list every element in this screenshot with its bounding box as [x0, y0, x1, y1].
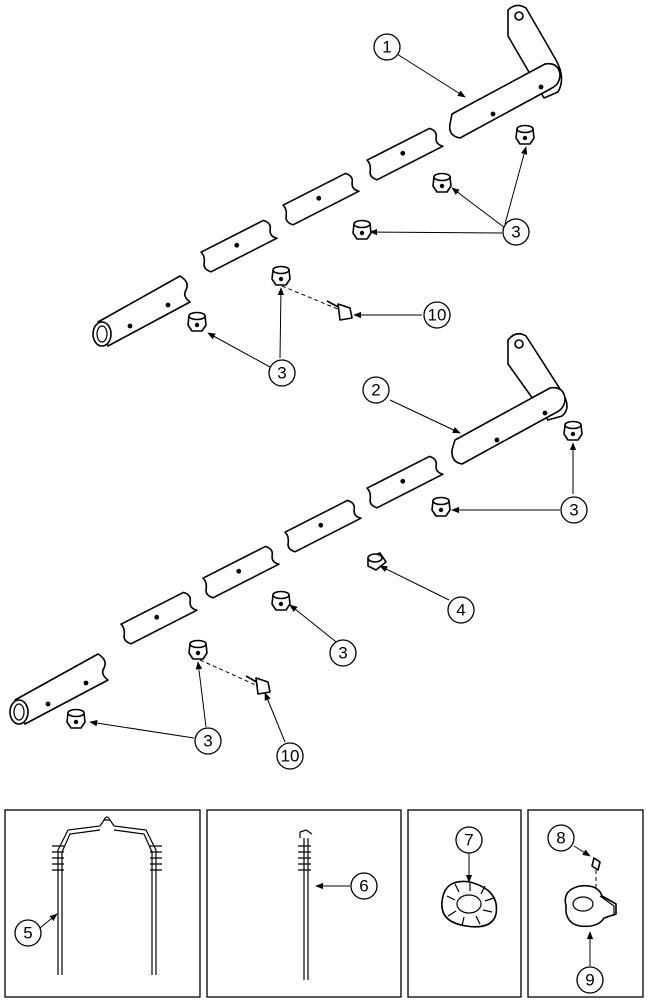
screw-icon	[591, 857, 601, 871]
callout-1: 1	[373, 33, 401, 61]
callout-3: 3	[329, 639, 357, 667]
callout-5: 5	[14, 919, 42, 947]
callout-3: 3	[194, 727, 222, 755]
svg-text:3: 3	[569, 501, 578, 520]
nut-icon	[66, 420, 583, 729]
svg-text:10: 10	[281, 747, 300, 766]
tine-icon	[298, 829, 313, 980]
callout-4: 4	[447, 596, 475, 624]
nut-icon	[187, 124, 535, 332]
tine-icon	[52, 816, 162, 975]
svg-text:3: 3	[338, 644, 347, 663]
callout-8: 8	[547, 824, 575, 852]
svg-text:1: 1	[382, 38, 391, 57]
svg-text:3: 3	[511, 223, 520, 242]
callout-10: 10	[276, 742, 304, 770]
bolt-icon	[245, 675, 271, 695]
bolt-icon	[326, 300, 353, 321]
svg-text:2: 2	[371, 381, 380, 400]
svg-text:10: 10	[428, 306, 447, 325]
svg-text:8: 8	[556, 829, 565, 848]
tube-assembly-1	[92, 4, 563, 347]
callout-3: 3	[502, 218, 530, 246]
svg-text:9: 9	[585, 971, 594, 990]
callout-10: 10	[423, 301, 451, 329]
tube-assembly-2	[9, 332, 568, 725]
clamp-icon	[564, 884, 617, 928]
svg-text:7: 7	[464, 831, 473, 850]
svg-text:5: 5	[23, 924, 32, 943]
detail-box-5	[4, 809, 201, 998]
svg-text:3: 3	[203, 732, 212, 751]
guard-icon	[441, 880, 498, 928]
callout-6: 6	[350, 872, 378, 900]
callout-3: 3	[268, 359, 296, 387]
callout-7: 7	[455, 826, 483, 854]
callout-3: 3	[560, 496, 588, 524]
svg-text:3: 3	[277, 364, 286, 383]
svg-text:6: 6	[359, 877, 368, 896]
callout-2: 2	[362, 376, 390, 404]
svg-text:4: 4	[456, 601, 465, 620]
callout-9: 9	[576, 966, 604, 994]
